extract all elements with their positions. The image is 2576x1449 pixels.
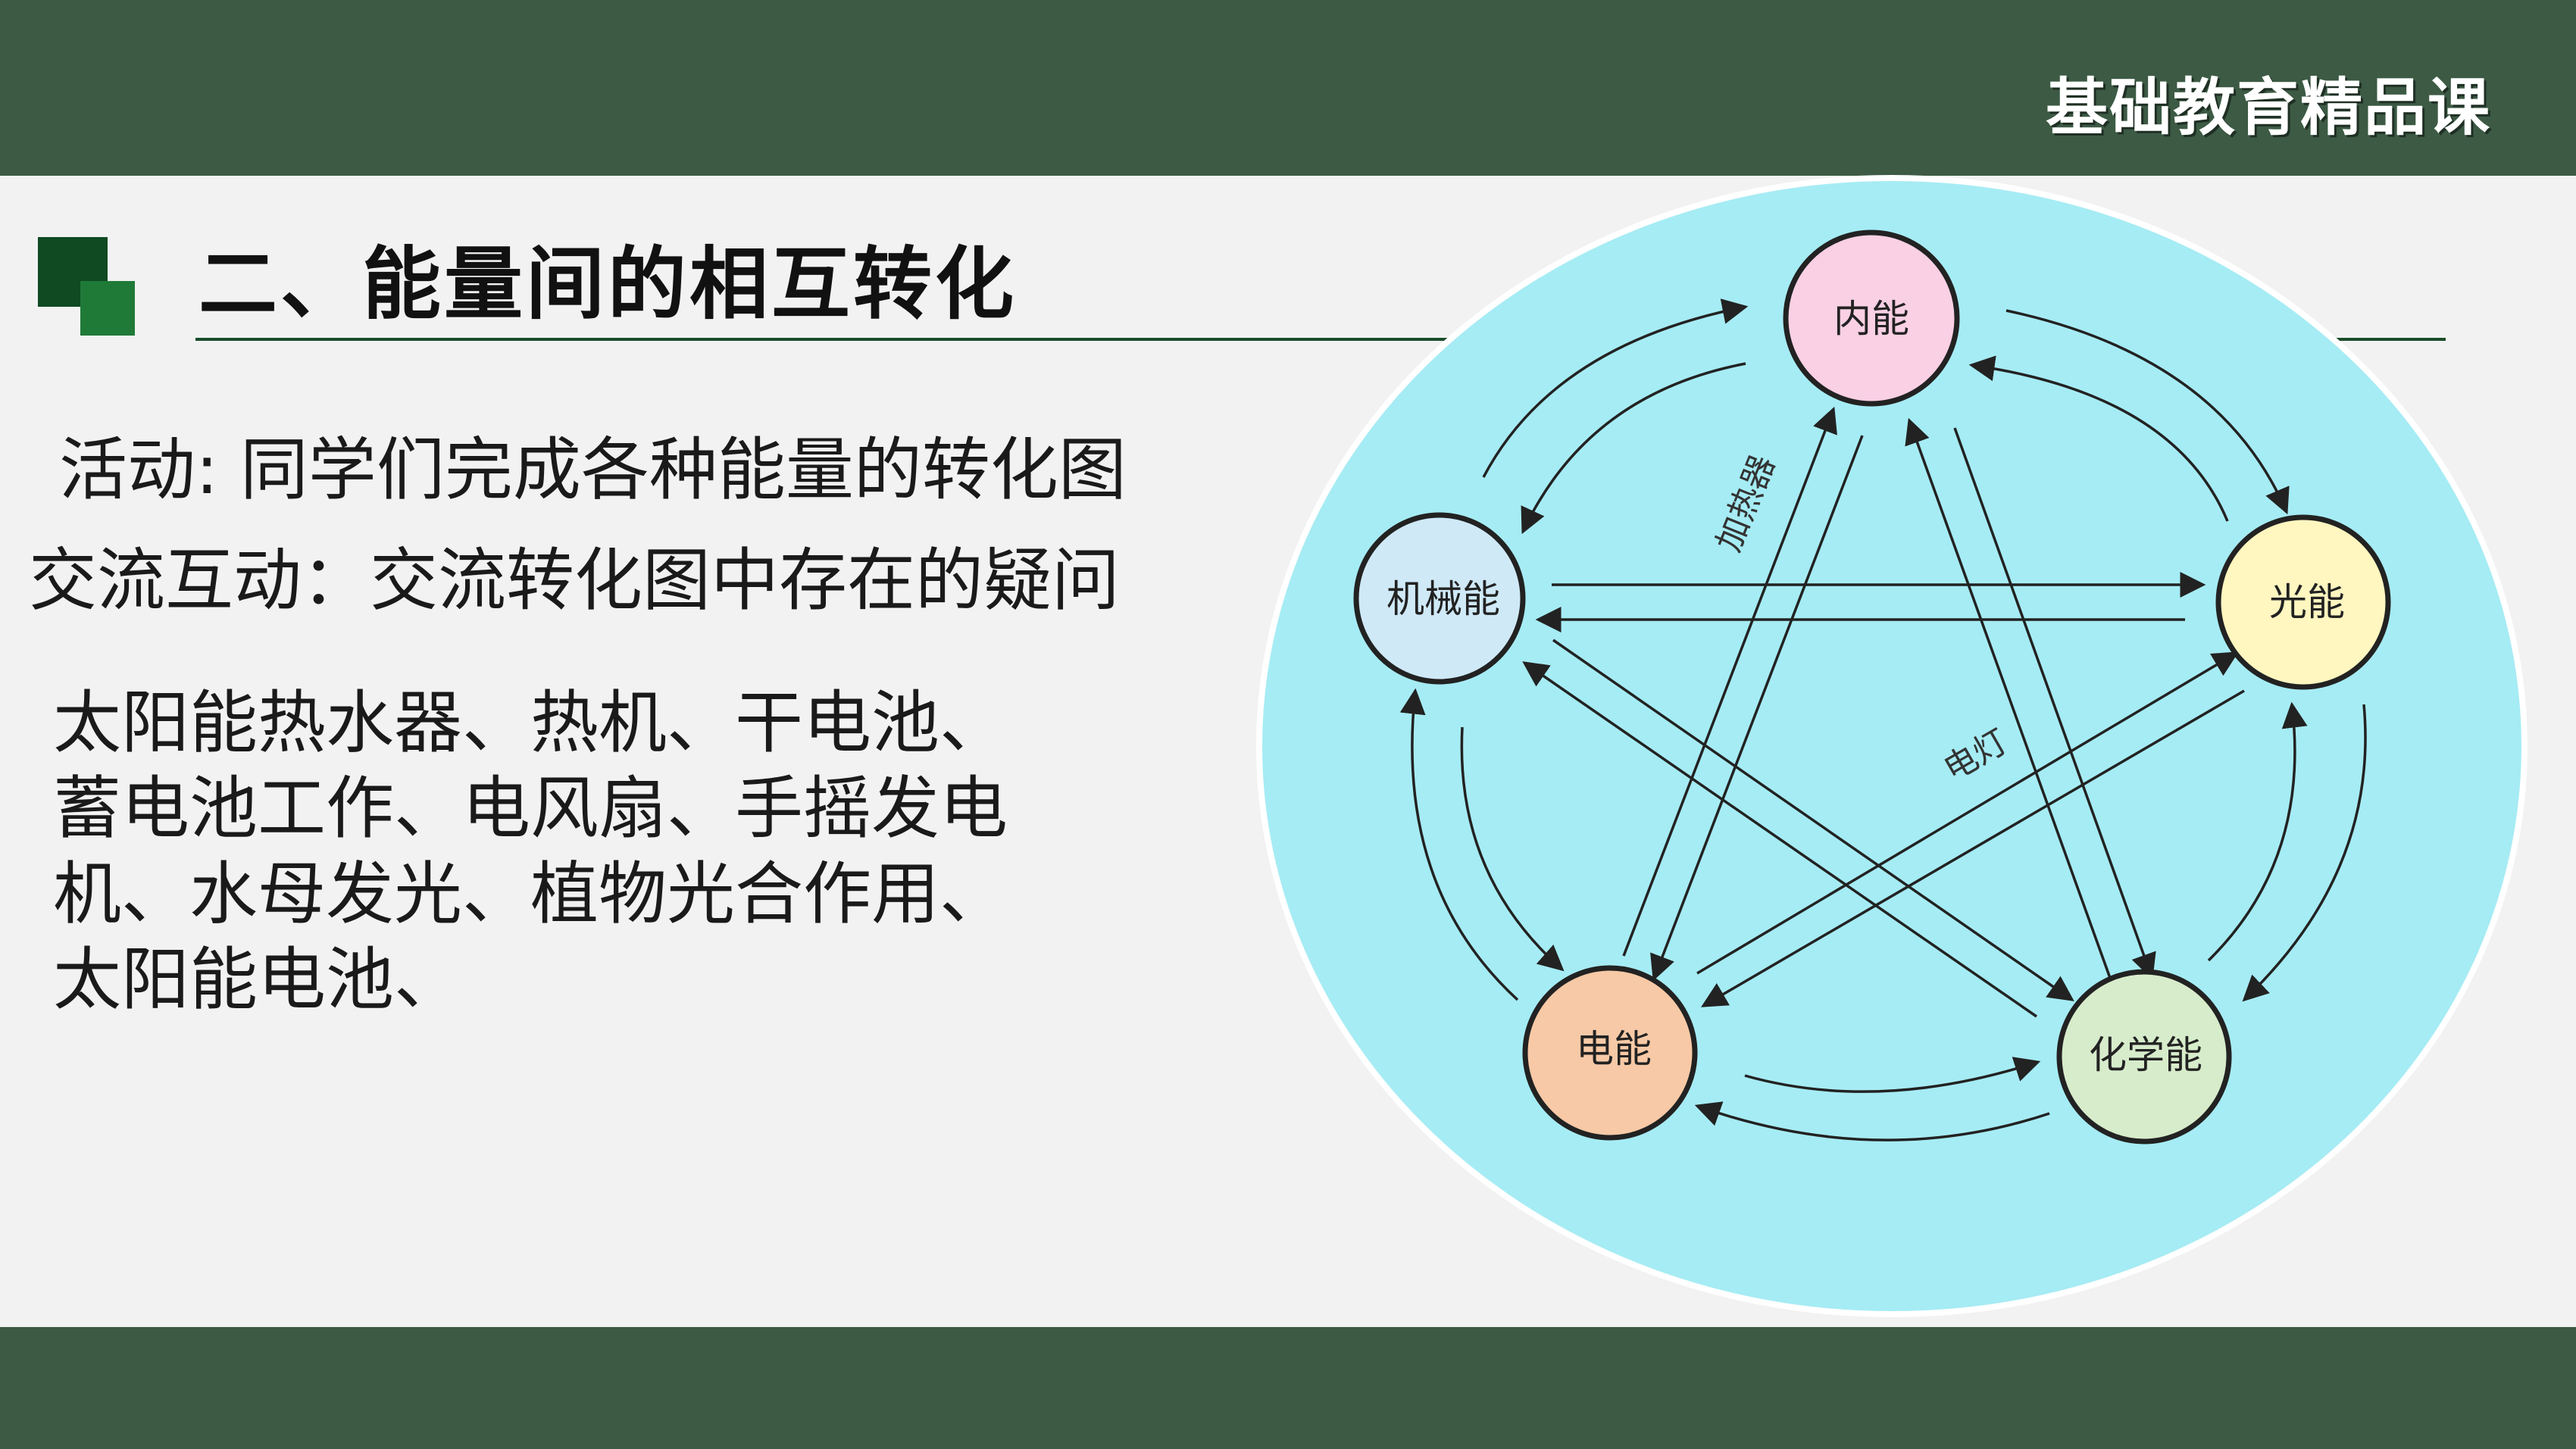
arrow-internal-to-light bbox=[2005, 309, 2290, 515]
examples-paragraph: 太阳能热水器、热机、干电池、 蓄电池工作、电风扇、手摇发电 机、水母发光、植物光… bbox=[53, 680, 1008, 1023]
examples-line-4: 太阳能电池、 bbox=[53, 940, 462, 1020]
arrow-chemical-to-electric bbox=[1694, 1101, 2050, 1141]
arrow-light-to-internal bbox=[1968, 355, 2229, 522]
node-internal-energy bbox=[1783, 230, 1960, 407]
arrow-mechanical-to-internal bbox=[1482, 298, 1749, 478]
arrow-internal-to-mechanical bbox=[1521, 362, 1746, 535]
examples-line-1: 太阳能热水器、热机、干电池、 bbox=[53, 683, 1008, 763]
energy-nodes: 内能 机械能 光能 电能 化学能 bbox=[1353, 230, 2391, 1145]
node-mechanical-energy bbox=[1353, 512, 1526, 685]
node-light-label: 光能 bbox=[2269, 580, 2345, 624]
arrow-internal-to-chemical bbox=[1953, 427, 2156, 980]
node-internal-label: 内能 bbox=[1834, 297, 1909, 341]
discussion-line: 交流互动：交流转化图中存在的疑问 bbox=[29, 541, 1120, 620]
node-chemical-label: 化学能 bbox=[2089, 1033, 2202, 1077]
arrow-electric-to-chemical bbox=[1744, 1057, 2041, 1093]
node-electric-label: 电能 bbox=[1576, 1027, 1652, 1071]
arrow-internal-to-electric bbox=[1650, 435, 1864, 982]
arrow-light-to-chemical bbox=[2242, 704, 2367, 1002]
arrow-electric-to-mechanical bbox=[1399, 688, 1519, 1001]
top-bar bbox=[0, 0, 2576, 176]
title-square-light bbox=[80, 281, 135, 336]
arrow-chemical-to-internal bbox=[1905, 417, 2115, 989]
conversion-arrows bbox=[1399, 298, 2367, 1141]
title-squares-icon bbox=[38, 237, 136, 336]
arrow-electric-to-light bbox=[1696, 651, 2239, 975]
arrow-mechanical-to-electric bbox=[1460, 726, 1565, 972]
node-electric-energy bbox=[1522, 965, 1698, 1141]
activity-line: 活动: 同学们完成各种能量的转化图 bbox=[59, 430, 1127, 510]
examples-line-3: 机、水母发光、植物光合作用、 bbox=[53, 854, 1008, 934]
bottom-bar bbox=[0, 1327, 2576, 1449]
node-light-energy bbox=[2215, 514, 2391, 690]
page-title: 二、能量间的相互转化 bbox=[199, 238, 1018, 330]
brand-logo: 基础教育精品课 bbox=[2045, 72, 2491, 144]
examples-line-2: 蓄电池工作、电风扇、手摇发电 bbox=[53, 769, 1008, 848]
arrow-light-to-electric bbox=[1701, 689, 2245, 1007]
arrow-chemical-to-mechanical bbox=[1522, 661, 2037, 1018]
title-underline bbox=[195, 338, 2446, 341]
arrow-chemical-to-light bbox=[2207, 701, 2308, 962]
arrow-mechanical-to-chemical bbox=[1552, 639, 2074, 1001]
node-chemical-energy bbox=[2056, 969, 2232, 1145]
arrow-electric-to-internal bbox=[1622, 406, 1837, 957]
node-mechanical-label: 机械能 bbox=[1386, 577, 1500, 621]
